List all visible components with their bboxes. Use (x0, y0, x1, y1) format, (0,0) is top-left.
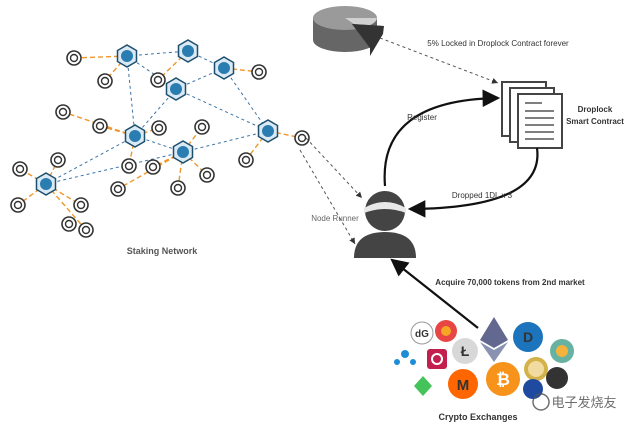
network-node (61, 216, 77, 232)
network-link (99, 125, 136, 137)
node-runner-label: Node Runner (311, 214, 359, 223)
documents-icon (501, 81, 563, 149)
acquire-label: Acquire 70,000 tokens from 2nd market (435, 278, 585, 287)
watermark: 电子发烧友 (532, 393, 617, 411)
network-node (294, 130, 310, 146)
network-link (223, 67, 269, 132)
network-link (45, 151, 184, 185)
register-label: Register (407, 113, 437, 122)
network-node (199, 167, 215, 183)
network-hub (257, 119, 279, 143)
crypto-exchanges-label: Crypto Exchanges (438, 412, 517, 422)
coin-bitcoin-label: ₿ (496, 370, 510, 390)
network-node (251, 64, 267, 80)
staking-network-label: Staking Network (127, 246, 199, 256)
user-icon (354, 191, 416, 258)
coin-pink-icon (427, 349, 447, 369)
network-link (126, 55, 136, 137)
flow-arrows (299, 37, 539, 329)
network-node (194, 119, 210, 135)
network-node (73, 197, 89, 213)
network-node (151, 120, 167, 136)
network-node (12, 161, 28, 177)
coin-green-icon (414, 376, 432, 396)
network-node (55, 104, 71, 120)
watermark-text: 电子发烧友 (551, 395, 616, 411)
dropped-label: Dropped 1DL x 3 (452, 191, 513, 200)
network-node (97, 73, 113, 89)
droplock-subtitle: Smart Contract (566, 117, 624, 126)
svg-text:N: N (553, 374, 560, 385)
network-link (17, 183, 47, 206)
network-link (177, 151, 184, 189)
network-link (245, 130, 269, 161)
network-node (170, 180, 186, 196)
coin-litecoin-label: Ł (461, 343, 470, 359)
network-hub (177, 39, 199, 63)
network-hub (35, 172, 57, 196)
network-node (10, 197, 26, 213)
network-link (182, 130, 269, 153)
litecoin-icon (452, 338, 478, 364)
network-link (45, 135, 136, 185)
coin-dg-label: dG (415, 329, 429, 340)
network-hub (172, 140, 194, 164)
network-node (110, 181, 126, 197)
droplock-title: Droplock (578, 105, 613, 114)
network-hub (213, 56, 235, 80)
network-node (238, 152, 254, 168)
coin-dash-label: D (523, 329, 533, 345)
network-node (66, 50, 82, 66)
network-node (78, 222, 94, 238)
network-link (223, 67, 260, 73)
network-node (145, 159, 161, 175)
ethereum-icon (480, 317, 508, 348)
coin-monero-label: M (457, 377, 470, 394)
network-link (126, 50, 189, 57)
network-link (134, 88, 177, 137)
network-node (92, 118, 108, 134)
bitcoin-icon (486, 362, 520, 396)
network-hub (124, 124, 146, 148)
network-hub (165, 77, 187, 101)
coin-dark-icon (546, 367, 568, 389)
monero-icon (448, 369, 478, 399)
network-node (50, 152, 66, 168)
network-nodes (10, 50, 310, 238)
network-hubs (35, 39, 279, 196)
network-link (117, 151, 184, 190)
pie-chart-icon (313, 6, 384, 56)
network-link (175, 88, 269, 132)
network-node (121, 158, 137, 174)
ripple-icon (401, 350, 409, 358)
crypto-coins: dG D Ł N M ₿ (394, 317, 574, 399)
dash-icon (513, 322, 543, 352)
coin-blue-icon (523, 379, 543, 399)
locked-label: 5% Locked in Droplock Contract forever (427, 39, 569, 48)
network-node (150, 72, 166, 88)
network-hub (116, 44, 138, 68)
